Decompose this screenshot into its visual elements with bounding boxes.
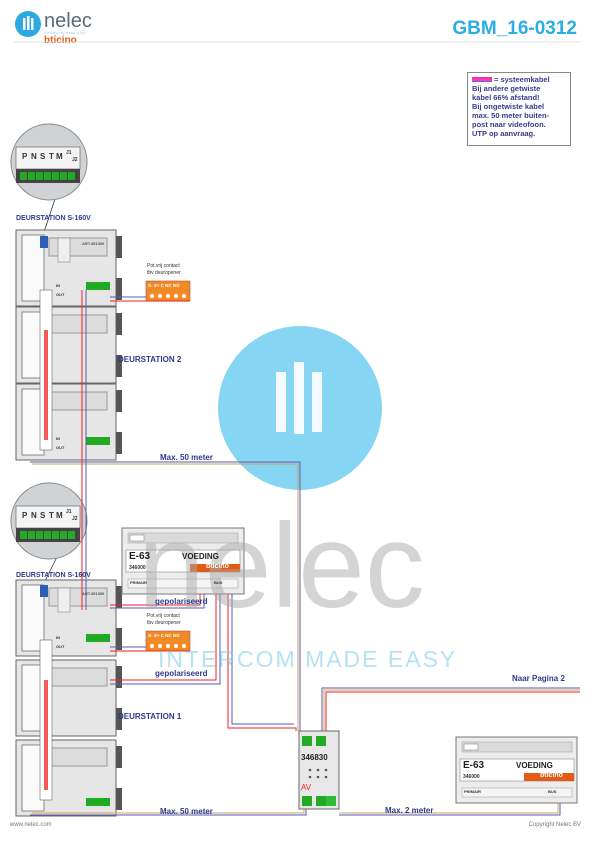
relay-terminals: S- S+ C NC NO — [148, 633, 180, 638]
av-module — [298, 730, 340, 810]
next-page-label: Naar Pagina 2 — [512, 674, 565, 683]
footer-website: www.nelec.com — [10, 822, 52, 828]
av-module-code: 346830 — [301, 753, 328, 762]
terminal-label: J1 — [66, 509, 72, 515]
watermark — [218, 326, 382, 490]
station-1-label: DEURSTATION 1 — [118, 712, 182, 721]
terminal-label: M — [56, 152, 63, 161]
legend-label: = systeemkabel — [494, 75, 550, 84]
terminal-label: S — [40, 152, 46, 161]
terminal-label: J2 — [72, 516, 78, 522]
station-2-label: DEURSTATION 2 — [118, 355, 182, 364]
watermark-tagline: INTERCOM MADE EASY — [158, 646, 458, 672]
relay-label-line1: Pot.vrij contact — [147, 613, 180, 619]
relay-label-line2: tbv deuropener — [147, 270, 181, 276]
module-code: ART.351300 — [82, 591, 105, 596]
station-title-top: DEURSTATION S-160V — [16, 215, 91, 222]
psu2-name: VOEDING — [516, 761, 553, 770]
note-line: kabel 66% afstand! — [472, 93, 540, 102]
psu2-primair: PRIMAIR — [464, 789, 481, 794]
cable-length-bottom: Max. 50 meter — [160, 807, 213, 816]
terminal-label: N — [31, 152, 37, 161]
polarized-label-1: gepolariseerd — [155, 597, 208, 606]
system-cable-icon — [472, 77, 492, 82]
terminal-label: J1 — [66, 150, 72, 156]
terminal-label: T — [49, 152, 54, 161]
power-supply-2 — [455, 736, 578, 804]
bus-wiring — [30, 290, 580, 816]
terminal-label: S — [40, 511, 46, 520]
terminal-label: P — [22, 152, 28, 161]
relay-label-line2: tbv deuropener — [147, 620, 181, 626]
logo-text: nelec — [44, 10, 92, 32]
psu1-brand: bticino — [206, 563, 229, 570]
document-code: GBM_16-0312 — [452, 18, 577, 39]
relay-top — [145, 280, 191, 302]
door-station-top — [15, 229, 123, 461]
terminal-label: J2 — [72, 157, 78, 163]
io-out-label: OUT — [56, 644, 65, 649]
logo-tagline: INTERCOM MADE EASY — [44, 31, 88, 35]
nelec-logo-icon — [15, 11, 41, 37]
terminal-label: P — [22, 511, 28, 520]
footer-copyright: Copyright Nelec BV — [528, 822, 581, 828]
station-title-bottom: DEURSTATION S-160V — [16, 572, 91, 579]
psu1-primair: PRIMAIR — [130, 580, 147, 585]
terminal-label: N — [31, 511, 37, 520]
note-line: UTP op aanvraag. — [472, 129, 536, 138]
psu1-bus: BUS — [214, 580, 223, 585]
legend-row: = systeemkabel — [472, 75, 566, 84]
note-line: post naar videofoon. — [472, 120, 546, 129]
legend-note: = systeemkabel Bij andere getwiste kabel… — [467, 72, 571, 146]
terminal-label: M — [56, 511, 63, 520]
psu2-bus: BUS — [548, 789, 557, 794]
bticino-brand: bticino — [44, 35, 77, 46]
av-module-tag: AV — [301, 783, 312, 792]
io-in-label: IN — [56, 283, 60, 288]
io-in-label: IN — [56, 635, 60, 640]
io-in-label: IN — [56, 436, 60, 441]
note-line: Bij ongetwiste kabel — [472, 102, 545, 111]
psu1-model: E-63 — [129, 551, 151, 562]
psu2-model: E-63 — [463, 760, 485, 771]
terminal-label: T — [49, 511, 54, 520]
io-out-label: OUT — [56, 292, 65, 297]
note-line: Bij andere getwiste — [472, 84, 541, 93]
cable-length-top: Max. 50 meter — [160, 453, 213, 462]
door-station-bottom — [15, 579, 123, 817]
psu1-code: 346000 — [129, 565, 146, 571]
polarized-label-2: gepolariseerd — [155, 669, 208, 678]
psu2-brand: bticino — [540, 772, 563, 779]
terminal-callout-bottom — [10, 482, 88, 604]
relay-terminals: S- S+ C NC NO — [148, 283, 180, 288]
note-line: max. 50 meter buiten- — [472, 111, 550, 120]
relay-label-line1: Pot.vrij contact — [147, 263, 180, 269]
psu1-name: VOEDING — [182, 552, 219, 561]
power-supply-1 — [121, 527, 245, 595]
module-code: ART.351300 — [82, 241, 105, 246]
psu2-code: 346000 — [463, 774, 480, 780]
io-out-label: OUT — [56, 445, 65, 450]
cable-length-av: Max. 2 meter — [385, 806, 434, 815]
watermark-word: nelec — [138, 499, 425, 633]
